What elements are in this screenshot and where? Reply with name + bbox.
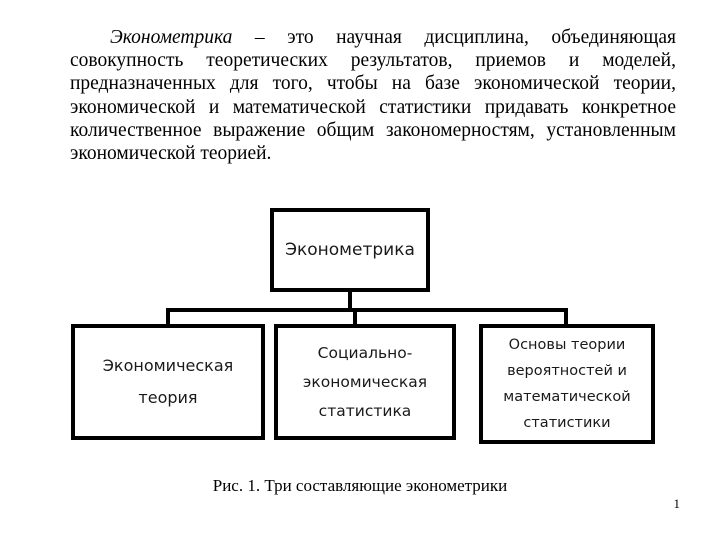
definition-paragraph: Эконометрика – это научная дисциплина, о… <box>70 26 676 165</box>
figure-caption: Рис. 1. Три составляющие эконометрики <box>212 476 508 495</box>
definition-text: – это научная дисциплина, объединяющая с… <box>70 27 676 165</box>
child-2-line-2: экономическая <box>302 372 428 391</box>
child-3-line-4: статистики <box>523 415 611 431</box>
child-box-3 <box>479 324 655 444</box>
term-econometrics: Эконометрика <box>110 27 233 48</box>
child-box-1 <box>71 324 265 440</box>
child-1-line-2: теория <box>138 388 198 407</box>
root-label: Эконометрика <box>285 240 415 260</box>
child-1-line-1: Экономическая <box>102 356 234 375</box>
root-box <box>270 208 430 292</box>
child-box-2 <box>274 324 456 440</box>
child-label-1: Экономическая теория <box>77 330 259 434</box>
child-label-3: Основы теории вероятностей и математичес… <box>485 330 649 438</box>
child-label-2: Социально- экономическая статистика <box>280 330 450 434</box>
child-3-line-3: математической <box>503 389 631 405</box>
child-2-line-3: статистика <box>318 401 412 420</box>
child-3-line-2: вероятностей и <box>507 363 627 379</box>
child-3-line-1: Основы теории <box>508 337 626 353</box>
child-2-line-1: Социально- <box>317 343 413 362</box>
page-number: 1 <box>673 496 681 511</box>
